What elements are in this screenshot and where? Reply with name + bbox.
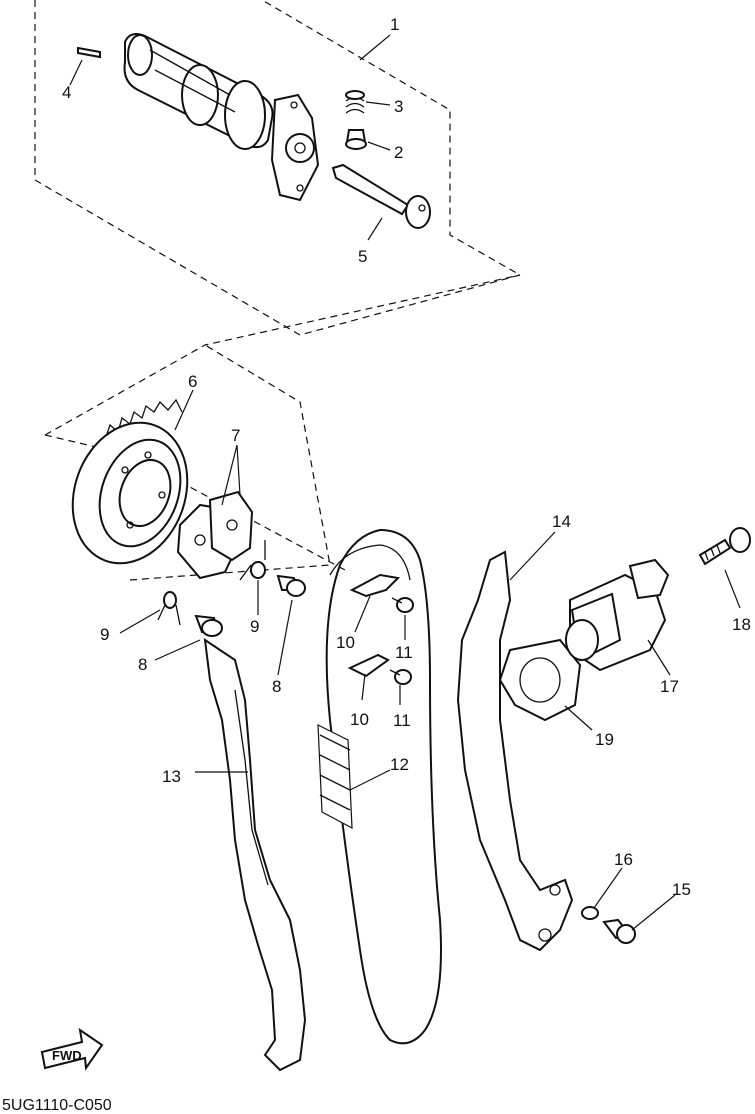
dowel-pin	[77, 46, 101, 59]
cam-sprocket	[71, 398, 189, 565]
decompression-plates	[176, 490, 254, 580]
torsion-spring-right	[239, 540, 266, 581]
sprocket-group-dashed-box	[44, 274, 521, 436]
spring	[345, 90, 365, 114]
callout-15: 15	[672, 880, 691, 899]
forward-arrow-icon: FWD	[40, 1027, 104, 1071]
callout-9-left: 9	[100, 625, 109, 644]
guide-stopper-lower	[347, 653, 390, 678]
callout-4: 4	[62, 83, 71, 102]
bolt-group-dashed-line	[129, 344, 331, 581]
callout-11-upper: 11	[395, 643, 413, 662]
callout-10-lower: 10	[350, 710, 369, 729]
callout-3: 3	[394, 97, 403, 116]
chain-links-detail	[317, 724, 353, 830]
tensioner-cap-bolt	[698, 527, 751, 566]
leader-lines	[69, 34, 741, 931]
callout-19: 19	[595, 730, 614, 749]
callout-14: 14	[552, 512, 571, 531]
callout-6: 6	[188, 372, 197, 391]
callout-16: 16	[614, 850, 633, 869]
guide-bolt	[602, 918, 636, 944]
callout-12: 12	[390, 755, 409, 774]
callout-10-upper: 10	[336, 633, 355, 652]
callout-7: 7	[231, 426, 240, 445]
washer	[581, 906, 599, 920]
torsion-spring-left	[157, 591, 181, 626]
callout-2: 2	[394, 143, 403, 162]
callout-11-lower: 11	[393, 711, 411, 730]
callout-8-right: 8	[272, 677, 281, 696]
bolt-right	[276, 574, 306, 597]
chain-guide-front	[203, 637, 307, 1072]
gasket	[498, 638, 582, 722]
callout-1: 1	[390, 15, 399, 34]
callout-18: 18	[732, 615, 751, 634]
plunger	[345, 129, 367, 150]
tensioner-guide	[456, 550, 574, 952]
diagram-code: 5UG1110-C050	[2, 1097, 112, 1114]
fwd-label: FWD	[52, 1048, 82, 1063]
camshaft-assembly-dashed-box	[34, 0, 522, 336]
callouts: 1 2 3 4 5 6 7 8 8 9 9 10 10 11 11 12 13 …	[62, 15, 751, 899]
callout-17: 17	[660, 677, 679, 696]
decompression-shaft	[331, 163, 431, 229]
callout-9-right: 9	[250, 617, 259, 636]
callout-8-left: 8	[138, 655, 147, 674]
screw-upper	[391, 597, 414, 613]
screw-lower	[389, 669, 412, 685]
camshaft	[123, 33, 320, 202]
guide-stopper-upper	[349, 573, 401, 598]
callout-5: 5	[358, 247, 367, 266]
chain-tensioner	[565, 558, 670, 672]
callout-13: 13	[162, 767, 181, 786]
bolt-left	[194, 614, 223, 637]
